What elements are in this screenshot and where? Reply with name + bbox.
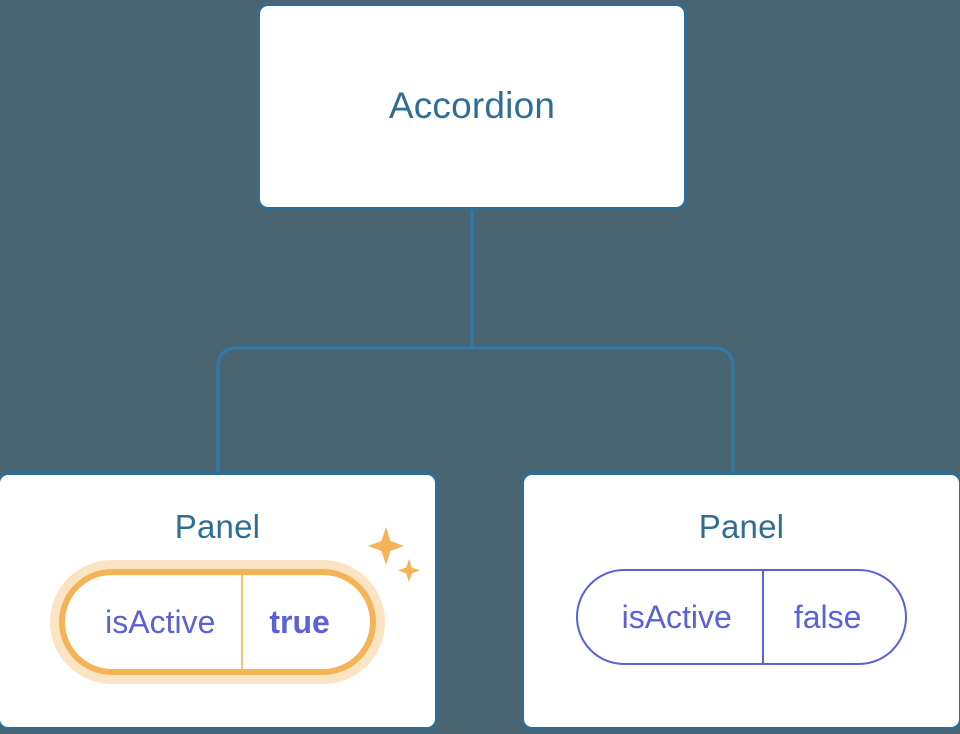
prop-pill-left-wrapper: isActive true bbox=[59, 527, 420, 676]
node-panel-left-title: Panel bbox=[174, 508, 261, 545]
prop-key-label: isActive bbox=[65, 575, 244, 670]
connector-bus-to-left-panel bbox=[216, 346, 472, 474]
prop-value-label: true bbox=[269, 604, 330, 641]
node-panel-right-title: Panel bbox=[698, 508, 785, 545]
node-panel-right[interactable]: Panel isActive false bbox=[521, 472, 960, 730]
connector-bus-to-right-panel bbox=[472, 346, 735, 474]
prop-pill-isactive-true[interactable]: isActive true bbox=[59, 569, 376, 676]
prop-key-label: isActive bbox=[578, 571, 764, 664]
prop-pill-right-wrapper: isActive false bbox=[575, 569, 908, 666]
node-accordion[interactable]: Accordion bbox=[257, 3, 687, 210]
sparkles-icon bbox=[367, 527, 420, 583]
prop-pill-isactive-false[interactable]: isActive false bbox=[575, 569, 908, 666]
prop-value-label: false bbox=[793, 599, 862, 636]
node-panel-left[interactable]: Panel isActive true bbox=[0, 472, 438, 730]
node-accordion-title: Accordion bbox=[388, 85, 556, 127]
